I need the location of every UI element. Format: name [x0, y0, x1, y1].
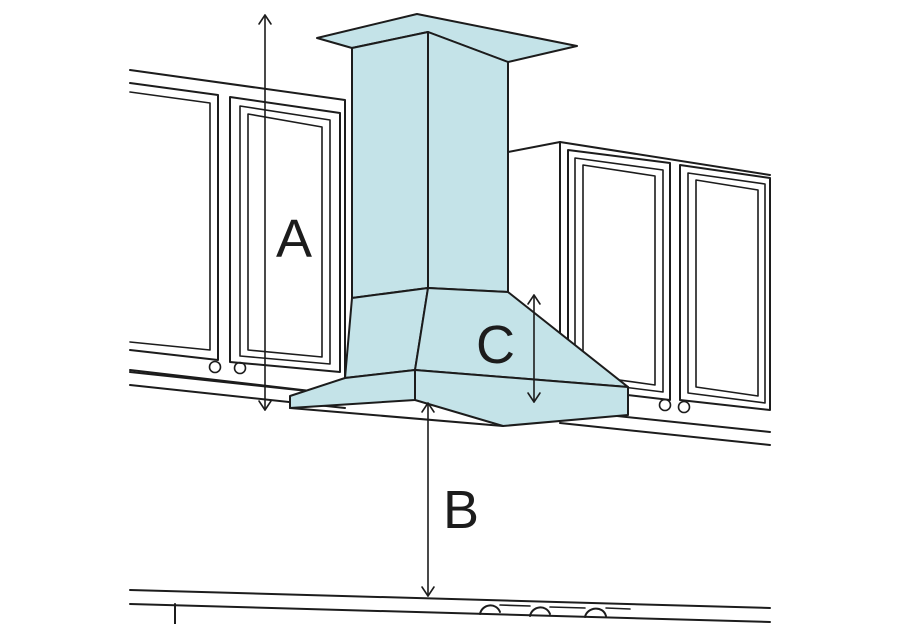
range-hood — [289, 13, 629, 427]
left-cabinet-door-2 — [229, 96, 341, 373]
cabinet-knob — [677, 400, 691, 414]
left-cabinet-door-1 — [129, 82, 219, 361]
right-cabinet-door-2 — [679, 164, 771, 411]
dimension-a-arrow — [258, 14, 272, 411]
chimney-right-face — [427, 31, 509, 293]
cabinet-knob — [658, 398, 672, 412]
chimney-left-face — [351, 31, 429, 299]
left-upper-cabinets — [129, 69, 346, 409]
dimension-b-label: B — [443, 480, 480, 540]
cabinet-knob — [208, 360, 222, 374]
right-cabinet-door-1 — [567, 149, 671, 401]
cabinet-knob — [233, 361, 247, 375]
dimension-b-arrow — [421, 402, 435, 597]
dimension-a-label: A — [276, 209, 313, 269]
hood-base-left — [289, 369, 416, 409]
countertop — [129, 589, 771, 624]
dimension-c-arrow — [527, 294, 541, 403]
dimension-c-label: C — [476, 315, 515, 375]
